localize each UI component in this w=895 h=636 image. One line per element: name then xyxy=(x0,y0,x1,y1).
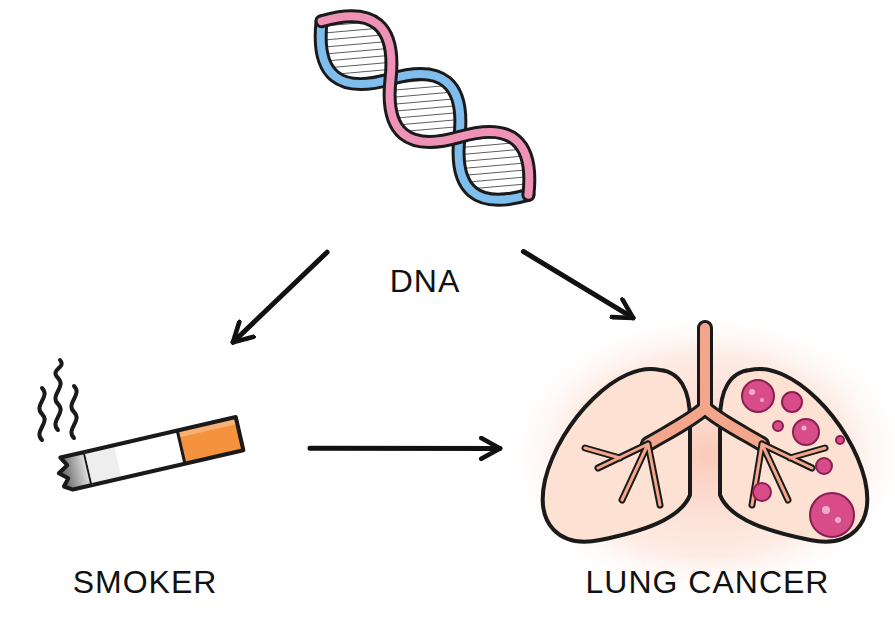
gene-node: DNA xyxy=(330,10,520,302)
lungs xyxy=(503,310,895,600)
node-label: LUNG CANCER xyxy=(582,561,834,603)
arrow-connector xyxy=(233,252,327,342)
arrow-connector xyxy=(523,252,633,318)
node-label: SMOKER xyxy=(69,561,222,603)
arrow-connector xyxy=(310,446,500,451)
cigarette xyxy=(39,360,243,492)
node-label: DNA xyxy=(386,260,465,302)
dna-helix xyxy=(300,0,550,221)
disease-node: LUNG CANCER xyxy=(530,320,885,603)
smoker-node: SMOKER xyxy=(30,345,260,603)
